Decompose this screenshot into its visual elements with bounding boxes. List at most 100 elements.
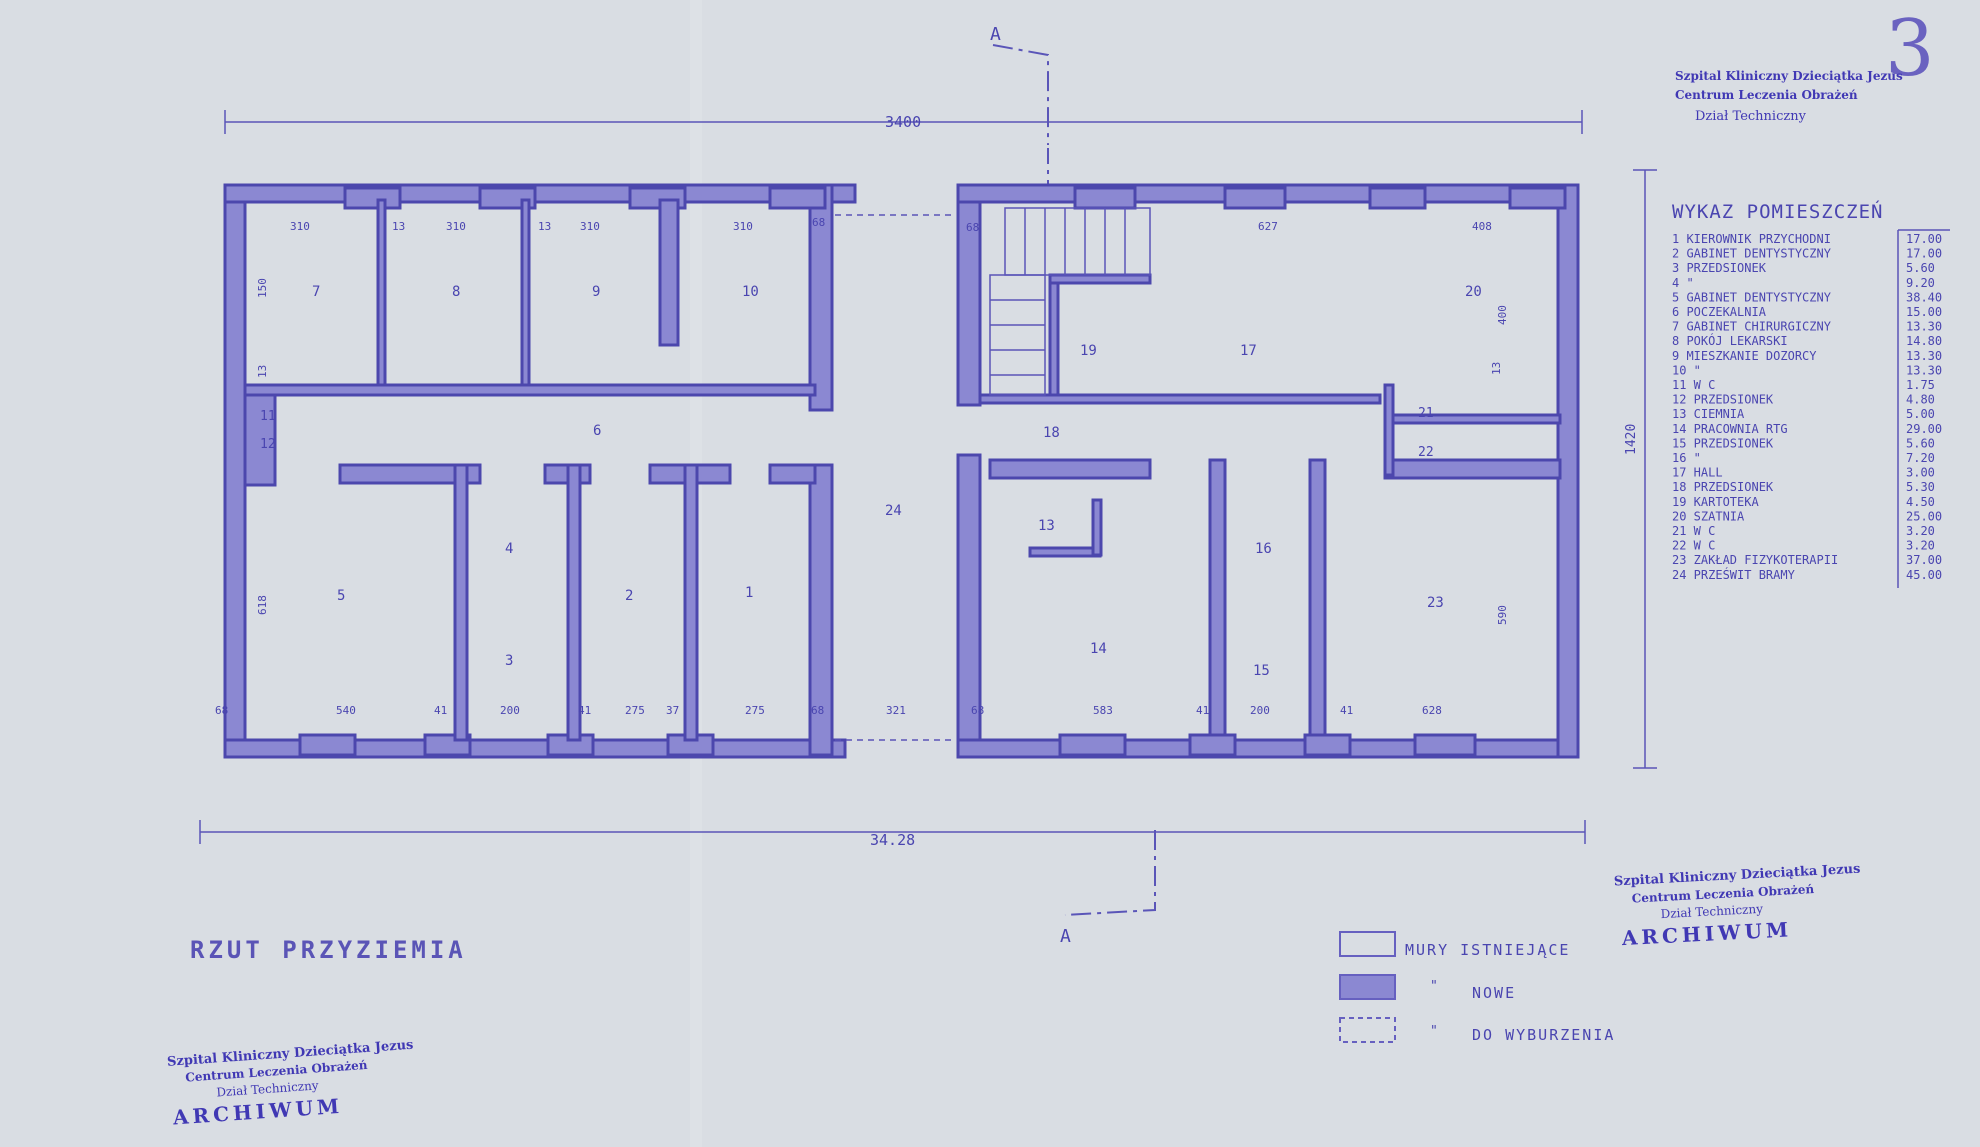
room-schedule-area: 9.20 <box>1906 276 1935 290</box>
archive-stamp-line: ARCHIWUM <box>1620 917 1792 950</box>
room-schedule-area: 45.00 <box>1906 568 1942 582</box>
room-schedule-name: 19 KARTOTEKA <box>1672 495 1759 509</box>
room-number: 21 <box>1418 406 1434 421</box>
room-schedule-row: 1 KIEROWNIK PRZYCHODNI 17.00 <box>1672 232 1942 246</box>
room-schedule-name: 8 POKÓJ LEKARSKI <box>1672 333 1788 348</box>
dim-label: 618 <box>256 595 269 615</box>
room-schedule-area: 13.30 <box>1906 363 1942 377</box>
dim-label: 41 <box>1340 704 1353 717</box>
key-swatch-existing <box>1339 931 1396 957</box>
dim-label: 200 <box>500 704 520 717</box>
dim-label: 13 <box>1490 362 1503 375</box>
room-schedule-name: 3 PRZEDSIONEK <box>1672 261 1767 275</box>
room-schedule-name: 23 ZAKŁAD FIZYKOTERAPII <box>1672 553 1838 567</box>
room-number: 16 <box>1255 541 1272 557</box>
room-number: 19 <box>1080 343 1097 359</box>
room-schedule-area: 29.00 <box>1906 422 1942 436</box>
room-schedule-name: 11 W C <box>1672 378 1715 392</box>
room-schedule-area: 5.60 <box>1906 436 1935 450</box>
room-number: 17 <box>1240 343 1257 359</box>
overall-dimension-lines <box>199 110 1657 844</box>
dim-label: 41 <box>434 704 447 717</box>
key-swatch-demolish <box>1339 1017 1396 1043</box>
room-schedule-area: 17.00 <box>1906 232 1942 246</box>
room-schedule-name: 18 PRZEDSIONEK <box>1672 480 1774 494</box>
room-schedule-row: 21 W C 3.20 <box>1672 524 1935 538</box>
room-schedule-area: 7.20 <box>1906 451 1935 465</box>
room-schedule-area: 5.60 <box>1906 261 1935 275</box>
room-schedule-area: 25.00 <box>1906 509 1942 523</box>
dim-right-overall: 1420 <box>1624 424 1639 455</box>
dim-label: 13 <box>392 220 405 233</box>
room-schedule-area: 3.00 <box>1906 466 1935 480</box>
room-schedule-area: 17.00 <box>1906 247 1942 261</box>
room-schedule-area: 37.00 <box>1906 553 1942 567</box>
room-schedule-row: 10 " 13.30 <box>1672 363 1942 377</box>
dim-label: 41 <box>578 704 591 717</box>
room-number: 20 <box>1465 284 1482 300</box>
dim-label: 310 <box>733 220 753 233</box>
dim-label: 68 <box>971 704 984 717</box>
room-number: 2 <box>625 588 633 604</box>
wall-key: " " MURY ISTNIEJĄCE NOWE DO WYBURZENIA <box>1339 931 1615 1044</box>
room-schedule-name: 15 PRZEDSIONEK <box>1672 436 1774 450</box>
staircase <box>989 207 1151 396</box>
room-number: 4 <box>505 541 513 557</box>
room-schedule-name: 12 PRZEDSIONEK <box>1672 393 1774 407</box>
room-schedule-area: 3.20 <box>1906 539 1935 553</box>
key-label: NOWE <box>1472 984 1516 1002</box>
room-schedule-row: 14 PRACOWNIA RTG 29.00 <box>1672 422 1942 436</box>
key-label: DO WYBURZENIA <box>1472 1026 1615 1044</box>
room-schedule-name: 17 HALL <box>1672 466 1723 480</box>
section-marker-bottom: A <box>1060 926 1071 947</box>
sheet-number: 3 <box>1885 4 1935 94</box>
dim-label: 583 <box>1093 704 1113 717</box>
room-schedule-name: 21 W C <box>1672 524 1715 538</box>
room-schedule-area: 3.20 <box>1906 524 1935 538</box>
room-schedule-name: 4 " <box>1672 276 1694 290</box>
room-number: 8 <box>452 284 460 300</box>
top-stamp-line: Dział Techniczny <box>1695 109 1807 124</box>
room-schedule-name: 1 KIEROWNIK PRZYCHODNI <box>1672 232 1831 246</box>
archive-stamp-line: Dział Techniczny <box>1660 902 1763 921</box>
archive-stamp-right: Szpital Kliniczny Dzieciątka Jezus Centr… <box>1614 862 1861 951</box>
room-number: 3 <box>505 653 513 669</box>
room-schedule-area: 5.00 <box>1906 407 1935 421</box>
dim-label: 68 <box>812 216 825 229</box>
room-number: 7 <box>312 284 320 300</box>
dim-label: 310 <box>446 220 466 233</box>
dim-label: 627 <box>1258 220 1278 233</box>
dim-label: 540 <box>336 704 356 717</box>
dim-label: 310 <box>290 220 310 233</box>
room-schedule-area: 13.30 <box>1906 320 1942 334</box>
room-schedule-area: 13.30 <box>1906 349 1942 363</box>
room-number: 13 <box>1038 518 1055 534</box>
section-marker-top: A <box>990 24 1001 45</box>
left-wing-walls <box>223 183 857 759</box>
room-number: 6 <box>593 423 601 439</box>
room-schedule-row: 3 PRZEDSIONEK 5.60 <box>1672 261 1935 275</box>
room-schedule-row: 23 ZAKŁAD FIZYKOTERAPII 37.00 <box>1672 553 1942 567</box>
room-numbers: 7 8 9 10 19 17 20 11 12 6 18 21 22 24 13… <box>260 284 1482 679</box>
key-mark: " <box>1430 1024 1438 1039</box>
room-number: 9 <box>592 284 600 300</box>
room-schedule-row: 24 PRZEŚWIT BRAMY 45.00 <box>1672 567 1942 582</box>
room-schedule-name: 7 GABINET CHIRURGICZNY <box>1672 320 1832 334</box>
room-schedule-name: 24 PRZEŚWIT BRAMY <box>1672 567 1796 582</box>
dim-label: 68 <box>811 704 824 717</box>
dim-label: 321 <box>886 704 906 717</box>
dim-label: 628 <box>1422 704 1442 717</box>
room-number: 12 <box>260 437 276 452</box>
room-schedule-name: 16 " <box>1672 451 1701 465</box>
room-schedule-name: 14 PRACOWNIA RTG <box>1672 422 1788 436</box>
dim-label: 310 <box>580 220 600 233</box>
archive-stamp-line: ARCHIWUM <box>171 1094 344 1130</box>
room-number: 11 <box>260 409 276 424</box>
room-number: 15 <box>1253 663 1270 679</box>
room-schedule-name: 10 " <box>1672 363 1701 377</box>
